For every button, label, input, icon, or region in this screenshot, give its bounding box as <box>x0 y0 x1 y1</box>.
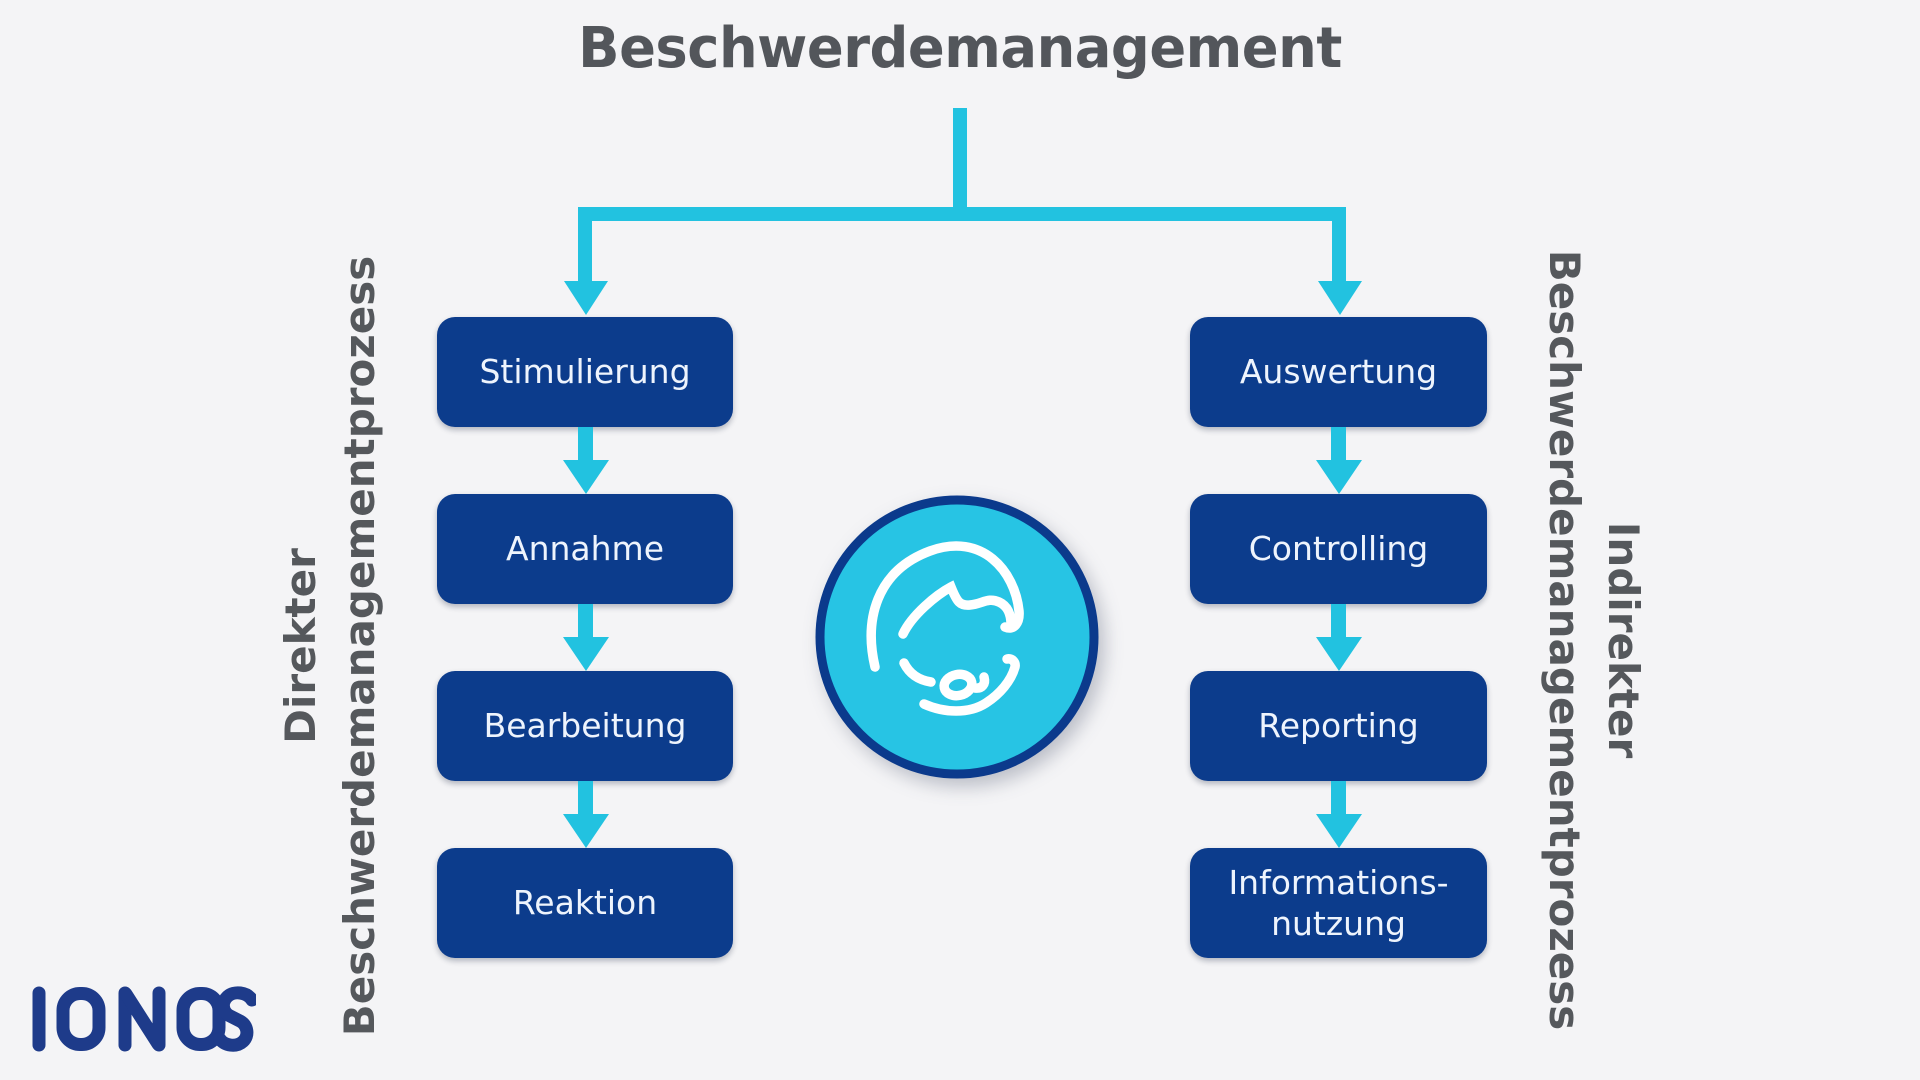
arrow-down-icon <box>563 814 609 848</box>
process-step-label: Reaktion <box>512 883 658 923</box>
direct-process-label-line2: Beschwerdemanagementprozess <box>335 255 384 1037</box>
connector-drop-left <box>578 207 592 282</box>
process-step-label: Bearbeitung <box>483 706 687 746</box>
flow-arrow-stem <box>1331 604 1346 638</box>
arrow-down-icon <box>563 460 609 494</box>
process-step-box: Reaktion <box>437 848 733 958</box>
flow-arrow-stem <box>1331 781 1346 815</box>
flow-arrow-stem <box>578 781 593 815</box>
page-title: Beschwerdemanagement <box>578 16 1342 81</box>
customer-support-headset-icon <box>812 492 1102 782</box>
process-step-label: Stimulierung <box>479 352 691 392</box>
arrow-down-icon <box>1316 460 1362 494</box>
process-step-label: Controlling <box>1248 529 1429 569</box>
direct-process-vertical-label: Direkter Beschwerdemanagementprozess <box>271 46 389 1080</box>
process-step-label: Reporting <box>1258 706 1419 746</box>
flow-arrow-stem <box>578 427 593 461</box>
flow-arrow-stem <box>578 604 593 638</box>
process-step-box: Informations- nutzung <box>1190 848 1487 958</box>
arrow-down-icon <box>1318 281 1362 315</box>
ionos-logo <box>32 986 256 1052</box>
arrow-down-icon <box>564 281 608 315</box>
connector-horizontal-bar <box>578 207 1346 221</box>
process-step-box: Stimulierung <box>437 317 733 427</box>
arrow-down-icon <box>1316 814 1362 848</box>
indirect-process-vertical-label: Indirekter Beschwerdemanagementprozess <box>1535 40 1653 1080</box>
headset-icon-svg <box>815 495 1099 779</box>
process-step-label: Annahme <box>506 529 664 569</box>
process-step-box: Reporting <box>1190 671 1487 781</box>
direct-process-label-line1: Direkter <box>276 548 325 744</box>
indirect-process-label-line2: Beschwerdemanagementprozess <box>1540 249 1589 1031</box>
process-step-label: Informations- nutzung <box>1228 862 1449 943</box>
arrow-down-icon <box>563 637 609 671</box>
connector-stem <box>953 108 967 208</box>
connector-drop-right <box>1332 207 1346 282</box>
flow-arrow-stem <box>1331 427 1346 461</box>
process-step-box: Controlling <box>1190 494 1487 604</box>
arrow-down-icon <box>1316 637 1362 671</box>
process-step-box: Annahme <box>437 494 733 604</box>
process-step-box: Bearbeitung <box>437 671 733 781</box>
indirect-process-label-line1: Indirekter <box>1599 521 1648 759</box>
process-step-label: Auswertung <box>1239 352 1438 392</box>
process-step-box: Auswertung <box>1190 317 1487 427</box>
